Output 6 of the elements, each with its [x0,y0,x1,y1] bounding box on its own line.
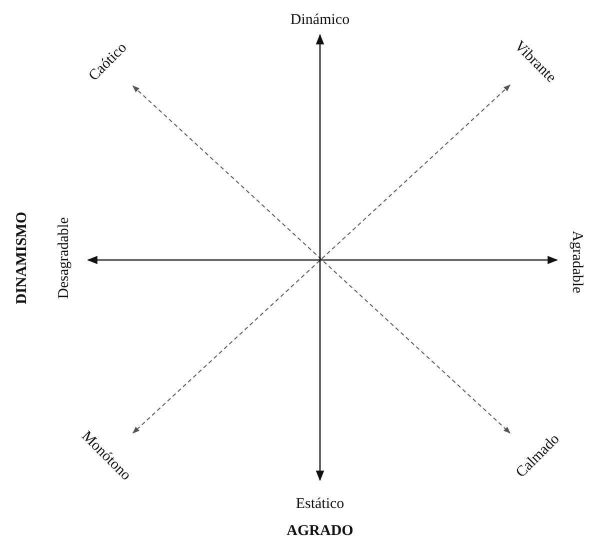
axis-title: DINAMISMO [13,212,31,304]
axis-label: Desagradable [55,217,73,299]
axis-title: AGRADO [286,522,354,540]
axis-label: Dinámico [290,11,350,29]
axis-label: Estático [296,495,344,513]
axis-label: Agradable [568,230,586,294]
